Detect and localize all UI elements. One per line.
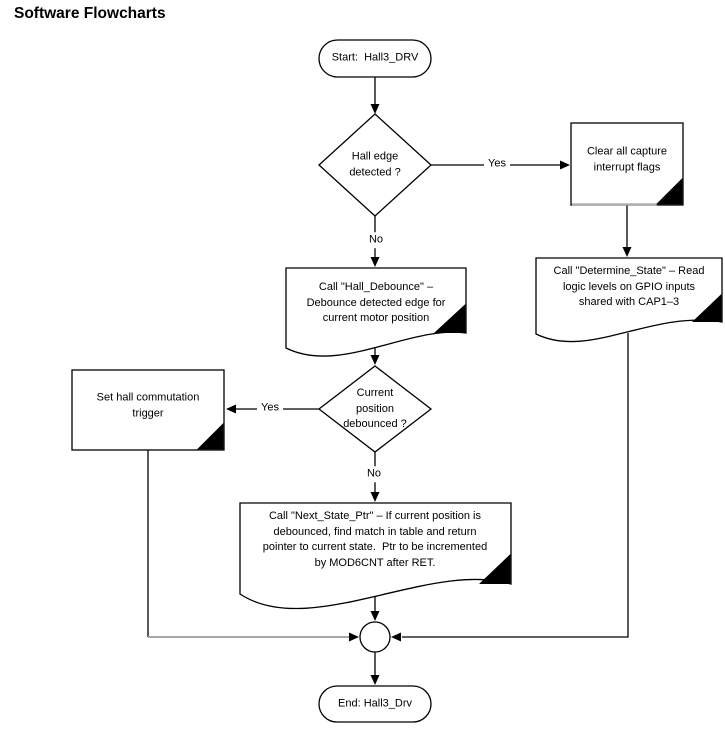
arrowhead-into-clear-flags xyxy=(560,160,570,170)
position-debounced-yes-label: Yes xyxy=(257,400,283,416)
clear-capture-flags-shape xyxy=(570,122,684,206)
end-terminator-shape xyxy=(318,685,432,723)
arrowhead-into-junction-top xyxy=(370,611,380,621)
page-title: Software Flowcharts xyxy=(14,5,166,22)
next-state-ptr-label: Call "Next_State_Ptr" – If current posit… xyxy=(262,510,488,569)
junction-connector-shape xyxy=(359,621,391,653)
arrowhead-into-determine xyxy=(622,247,632,257)
start-terminator-shape xyxy=(318,39,432,78)
hall-debounce-label: Call "Hall_Debounce" – Debounce detected… xyxy=(306,280,446,324)
set-hall-commutation-shape xyxy=(71,369,225,451)
determine-state-fold-icon xyxy=(692,294,722,322)
arrowhead-into-debounced-decision xyxy=(370,355,380,365)
end-node-label: End: Hall3_Drv xyxy=(338,697,412,710)
clear-capture-flags-fold-icon xyxy=(656,178,683,205)
clear-capture-flags-label: Clear all capture interrupt flags xyxy=(586,145,668,174)
hall-edge-decision-shape xyxy=(318,113,432,217)
position-debounced-decision-shape xyxy=(317,365,433,453)
set-hall-commutation-label: Set hall commutation trigger xyxy=(96,391,200,420)
arrowhead-into-hall-edge xyxy=(370,104,380,114)
arrowhead-into-junction-right xyxy=(391,632,401,642)
next-state-ptr-fold-icon xyxy=(479,554,511,584)
set-hall-commutation-fold-icon xyxy=(197,423,224,450)
arrowhead-into-junction-left xyxy=(349,632,359,642)
arrowhead-into-next-state xyxy=(370,492,380,502)
arrowhead-into-end xyxy=(370,675,380,685)
arrowhead-into-trigger xyxy=(226,404,236,414)
position-debounced-decision-label: Current position debounced ? xyxy=(343,386,407,430)
determine-state-label: Call "Determine_State" – Read logic leve… xyxy=(553,264,705,308)
arrowhead-into-debounce xyxy=(370,257,380,267)
start-node-label: Start: Hall3_DRV xyxy=(331,51,419,64)
hall-edge-yes-label: Yes xyxy=(484,156,510,172)
hall-edge-no-label: No xyxy=(364,232,388,248)
position-debounced-no-label: No xyxy=(362,466,386,482)
hall-debounce-fold-icon xyxy=(434,304,466,333)
edge-determine-to-junction xyxy=(402,333,629,638)
hall-edge-decision-label: Hall edge detected ? xyxy=(349,150,401,179)
